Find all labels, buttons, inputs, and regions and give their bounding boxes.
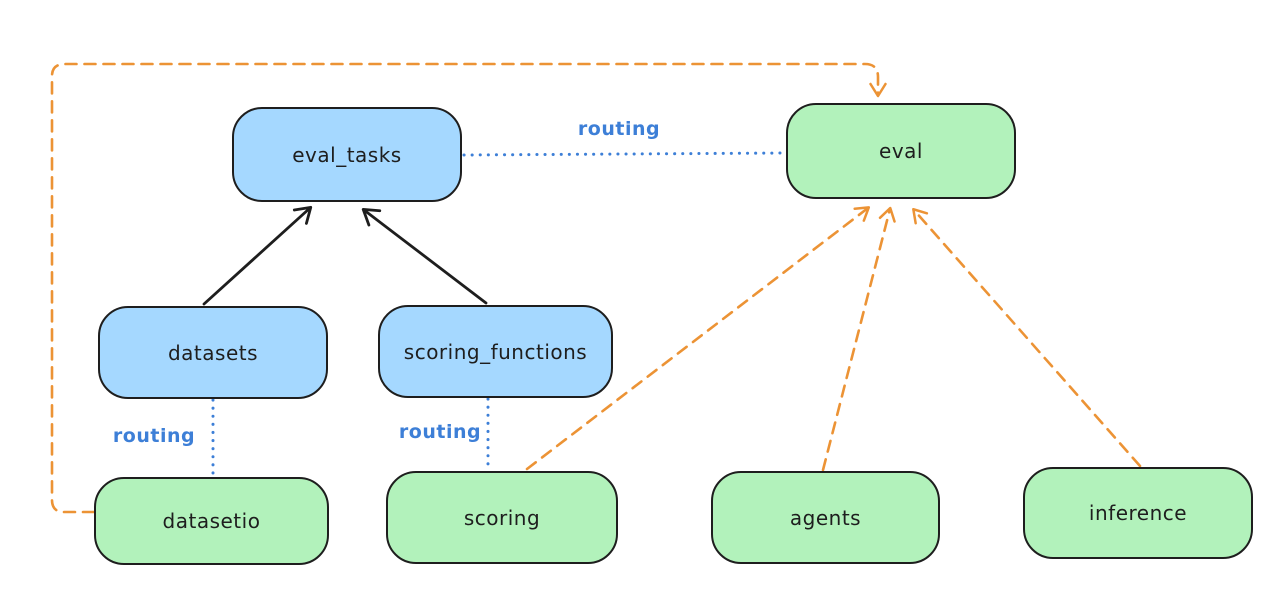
node-scoring-functions-label: scoring_functions: [403, 339, 588, 364]
edge-scoring-functions-to-eval-tasks: [361, 207, 488, 305]
node-inference: inference: [1023, 467, 1253, 559]
node-datasets-label: datasets: [167, 340, 259, 365]
node-eval-label: eval: [879, 139, 923, 163]
node-eval-tasks-label: eval_tasks: [292, 142, 402, 167]
edge-inference-to-eval: [912, 208, 1142, 468]
node-datasetio: datasetio: [94, 477, 329, 565]
node-scoring: scoring: [386, 471, 618, 564]
node-scoring-functions: scoring_functions: [378, 305, 613, 398]
edge-agents-to-eval: [821, 206, 896, 472]
edge-datasetio-to-eval: [50, 62, 887, 514]
edge-scoring-to-eval: [525, 206, 871, 471]
node-inference-label: inference: [1088, 501, 1188, 525]
edge-label-routing-scoring: routing: [398, 421, 482, 443]
node-datasets: datasets: [98, 306, 328, 399]
node-datasetio-label: datasetio: [162, 509, 261, 533]
node-eval: eval: [786, 103, 1016, 199]
edge-datasets-to-eval-tasks: [202, 205, 313, 306]
node-scoring-label: scoring: [463, 505, 541, 530]
node-agents-label: agents: [789, 505, 862, 530]
node-agents: agents: [711, 471, 940, 564]
edge-eval-tasks-to-eval-routing: [462, 151, 787, 157]
edge-label-routing-eval: routing: [577, 118, 661, 140]
node-eval-tasks: eval_tasks: [232, 107, 462, 202]
edge-label-routing-datasetio: routing: [112, 425, 196, 447]
